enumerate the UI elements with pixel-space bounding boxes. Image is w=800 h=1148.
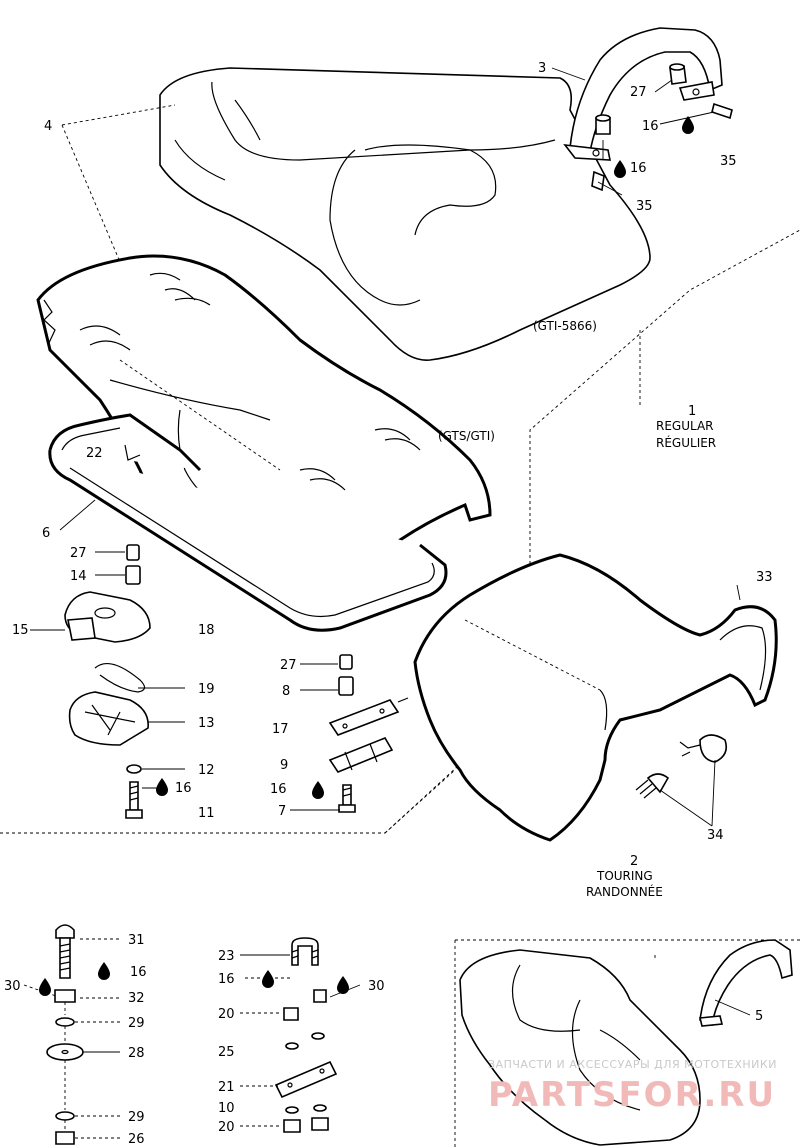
touring-seat-base-33 <box>413 553 778 842</box>
label-regular-en: REGULAR <box>656 419 714 433</box>
droplet-icon <box>98 962 110 980</box>
touring-seat-cover <box>459 949 701 1146</box>
callout-23: 23 <box>218 949 235 964</box>
callout-11: 11 <box>198 806 215 821</box>
callout-29: 29 <box>128 1110 145 1125</box>
callout-8: 8 <box>282 684 290 699</box>
callout-28: 28 <box>128 1046 145 1061</box>
callout-15: 15 <box>12 623 29 638</box>
callout-27: 27 <box>630 85 647 100</box>
grab-handle-regular <box>563 27 723 161</box>
callout-30: 30 <box>368 979 385 994</box>
latch-hardware-stack <box>64 544 151 819</box>
droplet-icon <box>39 978 51 996</box>
watermark: ЗАПЧАСТИ И АКСЕССУАРЫ ДЛЯ МОТОТЕХНИКИ PA… <box>488 1058 777 1115</box>
callout-32: 32 <box>128 991 145 1006</box>
callout-20: 20 <box>218 1120 235 1135</box>
callout-numbers: 4 3 27 16 16 35 35 22 6 27 14 15 18 19 1… <box>4 61 773 1147</box>
callout-16: 16 <box>175 781 192 796</box>
callout-6: 6 <box>42 526 50 541</box>
droplet-icon <box>682 116 694 134</box>
callout-19: 19 <box>198 682 215 697</box>
callout-14: 14 <box>70 569 87 584</box>
callout-16: 16 <box>642 119 659 134</box>
callout-35: 35 <box>636 199 653 214</box>
callout-5: 5 <box>755 1009 763 1024</box>
callout-13: 13 <box>198 716 215 731</box>
callout-27: 27 <box>280 658 297 673</box>
center-hardware-stack <box>328 654 409 813</box>
callout-27: 27 <box>70 546 87 561</box>
callout-1: 1 <box>688 404 696 419</box>
callout-2: 2 <box>630 854 638 869</box>
callout-21: 21 <box>218 1080 235 1095</box>
callout-20: 20 <box>218 1007 235 1022</box>
screws-34 <box>635 734 728 799</box>
callout-22: 22 <box>86 446 103 461</box>
droplet-icon <box>614 160 626 178</box>
droplet-icon <box>337 976 349 994</box>
callout-3: 3 <box>538 61 546 76</box>
watermark-logo: PARTSFOR.RU <box>488 1075 776 1115</box>
callout-16: 16 <box>630 161 647 176</box>
droplet-icon <box>262 970 274 988</box>
lower-middle-stack <box>274 937 338 1133</box>
seat-cover-gti-5866 <box>159 67 651 361</box>
callout-12: 12 <box>198 763 215 778</box>
callout-29: 29 <box>128 1016 145 1031</box>
label-gti-5866: (GTI-5866) <box>533 319 597 333</box>
lower-left-stack <box>46 924 84 1145</box>
label-touring-en: TOURING <box>596 869 653 883</box>
callout-16: 16 <box>218 972 235 987</box>
callout-35: 35 <box>720 154 737 169</box>
watermark-tagline: ЗАПЧАСТИ И АКСЕССУАРЫ ДЛЯ МОТОТЕХНИКИ <box>488 1058 777 1071</box>
callout-9: 9 <box>280 758 288 773</box>
droplet-icon <box>312 781 324 799</box>
callout-30: 30 <box>4 979 21 994</box>
callout-10: 10 <box>218 1101 235 1116</box>
callout-4: 4 <box>44 119 52 134</box>
seat-base-frame <box>48 413 448 632</box>
callout-25: 25 <box>218 1045 235 1060</box>
callout-18: 18 <box>198 623 215 638</box>
leader-lines <box>23 67 751 1139</box>
grab-handle-touring <box>698 939 793 1027</box>
thread-locker-icons <box>39 116 694 996</box>
callout-34: 34 <box>707 828 724 843</box>
label-regular-fr: RÉGULIER <box>656 435 716 450</box>
callout-33: 33 <box>756 570 773 585</box>
callout-16: 16 <box>130 965 147 980</box>
droplet-icon <box>156 778 168 796</box>
callout-26: 26 <box>128 1132 145 1147</box>
callout-17: 17 <box>272 722 289 737</box>
callout-7: 7 <box>278 804 286 819</box>
label-touring-fr: RANDONNÉE <box>586 884 663 899</box>
label-gts-gti: (GTS/GTI) <box>438 429 495 443</box>
callout-16: 16 <box>270 782 287 797</box>
handle-hardware <box>591 63 733 192</box>
callout-31: 31 <box>128 933 145 948</box>
model-labels: (GTI-5866) (GTS/GTI) REGULAR RÉGULIER TO… <box>438 319 716 899</box>
